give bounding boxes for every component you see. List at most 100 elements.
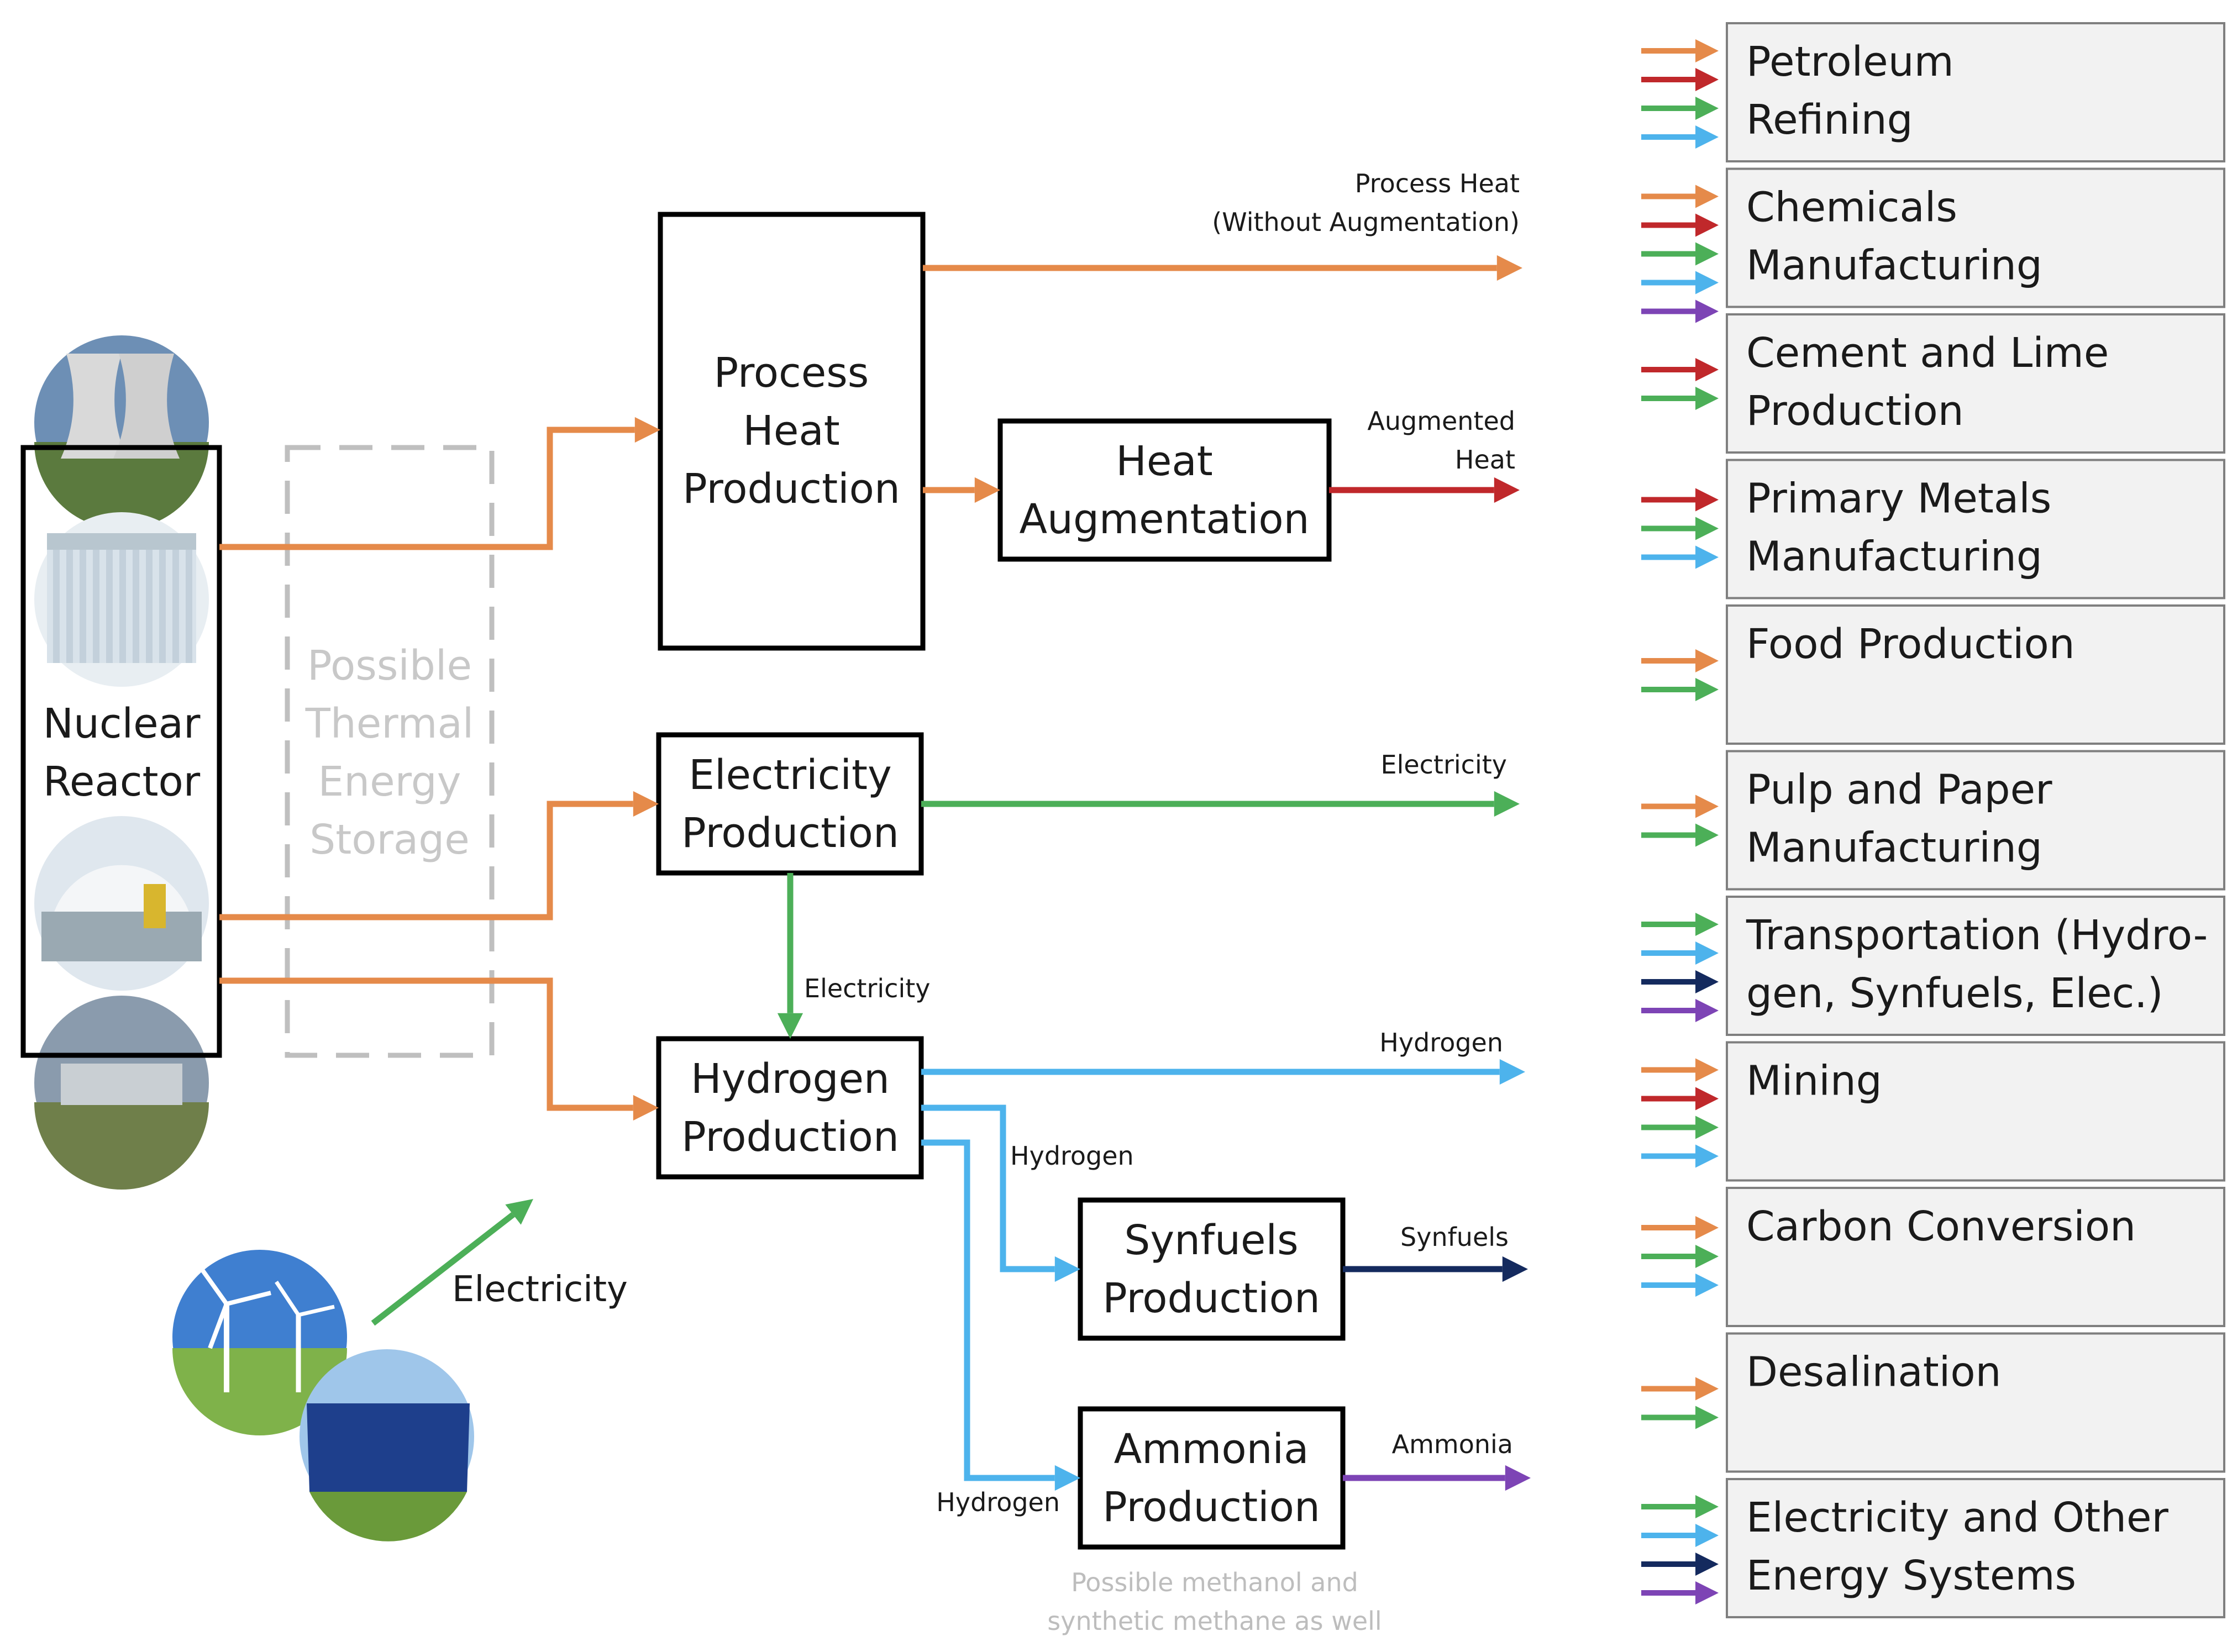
input-arrow-augmented-heat (1641, 1087, 1719, 1111)
synfuels-out-arrow (1343, 1256, 1528, 1282)
input-arrow-electricity (1641, 242, 1719, 266)
input-arrow-process-heat (1641, 39, 1719, 62)
methanol-note-2: synthetic methane as well (1047, 1606, 1382, 1636)
thermal-storage-label-2: Thermal (305, 700, 474, 748)
sector-label: Refining (1746, 96, 1913, 144)
input-arrow-ammonia (1641, 1581, 1719, 1604)
sector-food-production: Food Production (1641, 604, 2225, 745)
sector-label: Food Production (1746, 620, 2075, 668)
sector-label: Energy Systems (1746, 1552, 2076, 1600)
solar-panel-photo (300, 1349, 474, 1541)
input-arrow-process-heat (1641, 649, 1719, 672)
heat-augmentation-label-1: Heat (1116, 438, 1213, 485)
electricity-down-flow-label: Electricity (804, 974, 931, 1003)
electricity-production-label-2: Production (681, 809, 899, 857)
heat-augmentation-box (997, 418, 1332, 562)
sector-box (1726, 1041, 2225, 1182)
sector-carbon-conversion: Carbon Conversion (1641, 1187, 2225, 1327)
augmented-heat-out-arrow (1329, 477, 1520, 503)
hydrogen-out-arrow (921, 1059, 1525, 1085)
process-heat-out-arrow (923, 255, 1522, 281)
sector-label: Petroleum (1746, 38, 1954, 86)
sector-label: Mining (1746, 1058, 1882, 1105)
input-arrow-electricity (1641, 1495, 1719, 1518)
sector-box (1726, 22, 2225, 162)
electricity-production-label-1: Electricity (689, 751, 892, 799)
nuclear-reactor-box (20, 445, 222, 1058)
cooling-tower-photo (34, 335, 209, 529)
hydrogen-to-ammonia-label: Hydrogen (936, 1487, 1060, 1517)
sector-transportation-hydro-gen-synfuels-elec: Transportation (Hydro-gen, Synfuels, Ele… (1641, 896, 2225, 1036)
sector-box (1726, 167, 2225, 308)
hydrogen-production-label-1: Hydrogen (691, 1055, 890, 1103)
thermal-storage-label-4: Storage (309, 816, 470, 864)
sector-label: gen, Synfuels, Elec.) (1746, 970, 2163, 1017)
reactor-dome-photo (34, 816, 209, 991)
sector-label: Primary Metals (1746, 475, 2051, 523)
sector-label: Desalination (1746, 1349, 2002, 1396)
input-arrow-hydrogen (1641, 1274, 1719, 1297)
input-arrow-electricity (1641, 1116, 1719, 1139)
process-heat-label-3: Production (682, 465, 900, 513)
input-arrow-hydrogen (1641, 1524, 1719, 1547)
ammonia-out-arrow (1343, 1465, 1531, 1491)
input-arrow-electricity (1641, 823, 1719, 847)
input-arrow-electricity (1641, 913, 1719, 936)
augmented-heat-flow-label-2: Heat (1455, 445, 1515, 475)
input-arrow-ammonia (1641, 999, 1719, 1022)
electricity-out-arrow (921, 791, 1520, 817)
input-arrow-hydrogen (1641, 125, 1719, 149)
sector-box (1726, 1187, 2225, 1327)
process-heat-to-augmentation-arrow (923, 477, 1000, 503)
thermal-storage-label-3: Energy (318, 758, 461, 806)
sector-mining: Mining (1641, 1041, 2225, 1182)
hydrogen-to-ammonia-arrow (921, 1139, 1080, 1491)
augmented-heat-flow-label-1: Augmented (1367, 406, 1515, 436)
sector-label: Manufacturing (1746, 824, 2042, 872)
input-arrow-augmented-heat (1641, 68, 1719, 91)
methanol-note-1: Possible methanol and (1071, 1567, 1358, 1597)
heat-augmentation-label-2: Augmentation (1019, 496, 1309, 543)
input-arrow-process-heat (1641, 185, 1719, 208)
input-arrow-electricity (1641, 387, 1719, 410)
sector-label: Electricity and Other (1746, 1494, 2169, 1541)
sector-label: Manufacturing (1746, 242, 2042, 290)
input-arrow-hydrogen (1641, 545, 1719, 569)
input-arrow-hydrogen (1641, 1144, 1719, 1168)
sector-label: Pulp and Paper (1746, 766, 2052, 814)
input-arrow-electricity (1641, 1406, 1719, 1429)
hydrogen-to-synfuels-arrow (921, 1104, 1080, 1282)
sector-label: Manufacturing (1746, 533, 2042, 581)
ammonia-production-label-1: Ammonia (1114, 1425, 1309, 1473)
input-arrow-process-heat (1641, 795, 1719, 818)
input-arrow-ammonia (1641, 299, 1719, 323)
process-heat-label-1: Process (714, 349, 869, 397)
input-arrow-augmented-heat (1641, 358, 1719, 381)
input-arrow-hydrogen (1641, 271, 1719, 294)
reactor-building-photo (34, 512, 209, 687)
electricity-production-box (656, 732, 924, 876)
sector-label: Chemicals (1746, 184, 1957, 232)
power-plant-photo (34, 996, 209, 1190)
input-arrow-process-heat (1641, 1216, 1719, 1239)
electricity-to-hydrogen-arrow (777, 873, 803, 1039)
input-arrow-synfuels (1641, 970, 1719, 993)
ammonia-flow-label: Ammonia (1392, 1429, 1513, 1459)
input-arrow-process-heat (1641, 1058, 1719, 1082)
process-heat-flow-label-1: Process Heat (1355, 169, 1520, 198)
input-arrow-augmented-heat (1641, 213, 1719, 237)
sector-box (1726, 313, 2225, 454)
sector-label: Transportation (Hydro- (1746, 912, 2208, 959)
sector-desalination: Desalination (1641, 1332, 2225, 1473)
input-arrow-augmented-heat (1641, 488, 1719, 512)
sector-box (1726, 896, 2225, 1036)
sector-label: Carbon Conversion (1746, 1203, 2136, 1250)
sector-box (1726, 750, 2225, 891)
nuclear-reactor-label-2: Reactor (43, 758, 201, 806)
